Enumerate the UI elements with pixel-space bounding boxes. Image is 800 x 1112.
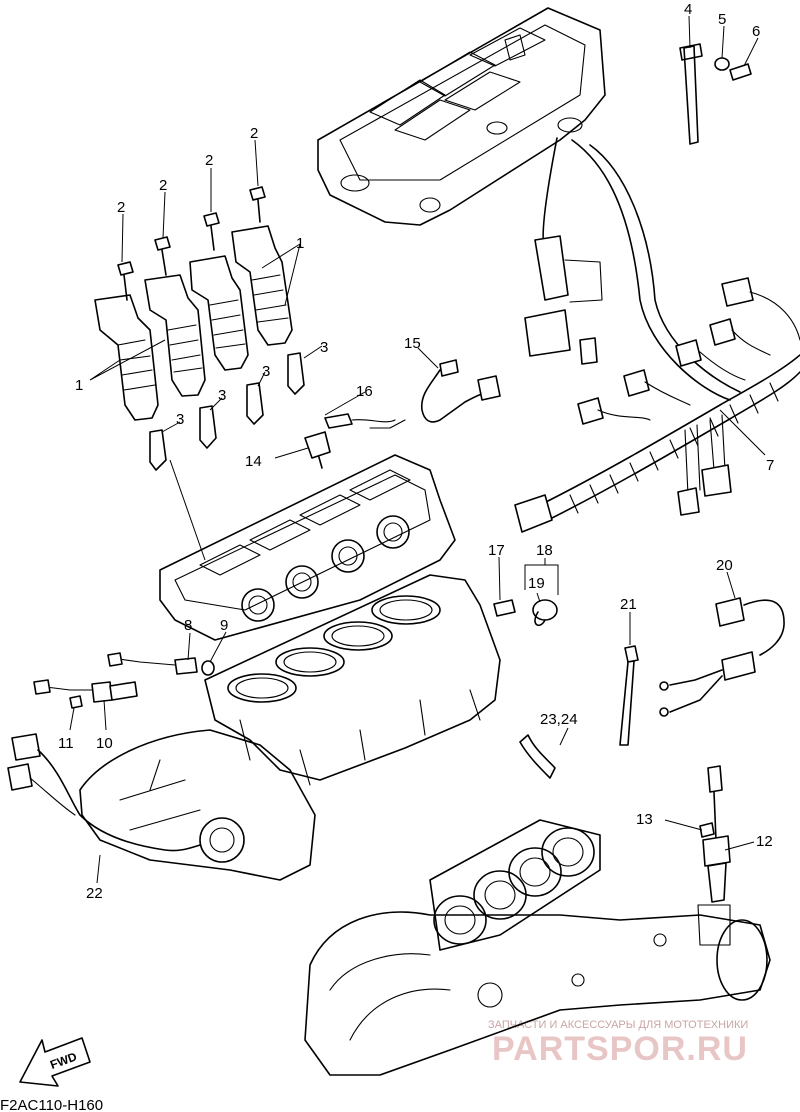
callout-3: 3 [218,387,226,404]
callout-8: 8 [184,617,192,634]
plug-17 [493,599,516,617]
sensor-lead-15 [369,359,501,429]
watermark-tagline: ЗАПЧАСТИ И АКСЕССУАРЫ ДЛЯ МОТОТЕХНИКИ [488,1019,748,1031]
sensor-12 [702,765,731,903]
callout-4: 4 [684,1,692,18]
wire-harness [514,137,800,533]
sensor-16 [324,413,396,429]
callout-2: 2 [205,152,213,169]
fwd-arrow-icon: FWD [19,1037,91,1087]
ignition-coils [94,225,293,421]
callout-numbers: 2 2 2 2 1 1 3 3 3 3 15 16 14 4 5 6 7 17 … [58,1,774,902]
callout-1: 1 [296,235,304,252]
callout-1: 1 [75,377,83,394]
spark-plugs [149,352,305,471]
callout-3: 3 [262,363,270,380]
bolt-6 [729,63,752,81]
callout-5: 5 [718,11,726,28]
callout-2: 2 [117,199,125,216]
lead-20 [659,597,785,717]
leader-lines [69,15,766,884]
exhaust-manifold [304,819,771,1076]
callout-17: 17 [488,542,505,559]
callout-11: 11 [58,735,74,752]
callout-23-24: 23,24 [540,711,578,728]
callout-6: 6 [752,23,760,40]
callout-2: 2 [250,125,258,142]
callout-20: 20 [716,557,733,574]
watermark: ЗАПЧАСТИ И АКСЕССУАРЫ ДЛЯ МОТОТЕХНИКИ PA… [488,1019,748,1068]
callout-14: 14 [245,453,262,470]
callout-12: 12 [756,833,773,850]
crankcase [79,729,316,881]
callout-19: 19 [528,575,545,592]
callout-16: 16 [356,383,373,400]
clamp-23-24 [519,734,556,779]
cable-tie-4 [679,43,703,145]
callout-7: 7 [766,457,774,474]
gasket-9 [201,660,215,676]
callout-15: 15 [404,335,421,352]
callout-3: 3 [176,411,184,428]
callout-2: 2 [159,177,167,194]
callout-3: 3 [320,339,328,356]
watermark-site: PARTSPOR.RU [492,1030,748,1068]
sensor-14 [304,431,331,459]
lead-22 [7,733,201,852]
bolt-11 [69,695,83,709]
sensor-8 [107,652,198,675]
bolt-13 [699,822,715,838]
cable-tie-21 [619,645,639,746]
cylinder-head [159,437,456,641]
callout-18: 18 [536,542,553,559]
callout-9: 9 [220,617,228,634]
collar-5 [714,57,730,71]
callout-13: 13 [636,811,653,828]
diagram-code: F2AC110-H160 [0,1097,103,1112]
sensor-10 [33,679,138,703]
callout-21: 21 [620,596,637,613]
head-cover [317,7,606,226]
sensor-19 [532,599,558,627]
callout-10: 10 [96,735,113,752]
callout-22: 22 [86,885,103,902]
